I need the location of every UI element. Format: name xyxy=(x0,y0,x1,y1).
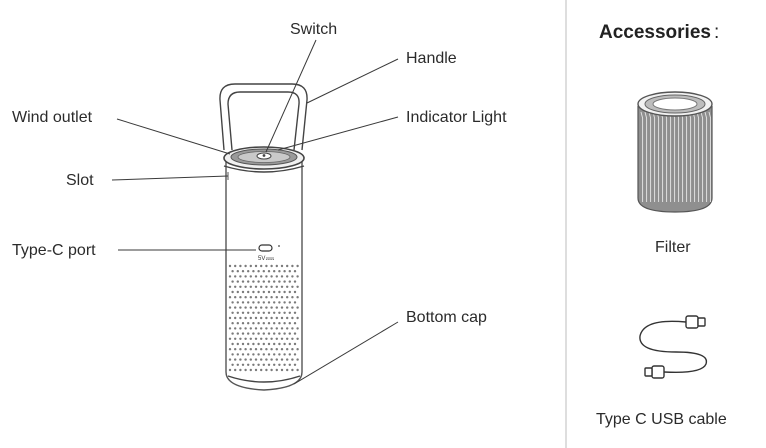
leader-indicator-light xyxy=(277,116,399,151)
purifier-body xyxy=(225,161,303,391)
label-type-c-port: Type-C port xyxy=(12,242,96,259)
accessories-title: Accessories: xyxy=(599,22,719,43)
label-switch: Switch xyxy=(290,21,337,38)
leader-handle xyxy=(306,58,399,104)
label-wind-outlet: Wind outlet xyxy=(12,109,93,126)
leader-switch xyxy=(265,39,317,153)
usb-cable-icon xyxy=(639,315,708,379)
leader-wind-outlet xyxy=(116,118,231,155)
accessory-label-usb-cable: Type C USB cable xyxy=(596,411,727,428)
port-marking: 5V xyxy=(258,256,265,262)
filter-icon xyxy=(637,91,713,213)
air-intake-perforations xyxy=(228,264,299,372)
handle-strap xyxy=(219,83,308,151)
accessories-panel: Accessories: Filter Type C USB cable xyxy=(596,22,727,428)
leader-bottom-cap xyxy=(293,321,399,385)
label-bottom-cap: Bottom cap xyxy=(406,309,487,326)
label-handle: Handle xyxy=(406,50,457,67)
label-slot: Slot xyxy=(66,172,94,189)
indicator-dot xyxy=(278,245,280,247)
air-purifier-illustration: 5V xyxy=(219,83,308,391)
type-c-port xyxy=(258,244,273,252)
label-indicator-light: Indicator Light xyxy=(406,109,507,126)
leader-lines xyxy=(111,39,399,385)
callout-labels: Switch Handle Wind outlet Indicator Ligh… xyxy=(12,21,507,326)
bottom-cap xyxy=(227,375,301,383)
leader-slot xyxy=(111,175,229,181)
accessory-label-filter: Filter xyxy=(655,239,691,256)
